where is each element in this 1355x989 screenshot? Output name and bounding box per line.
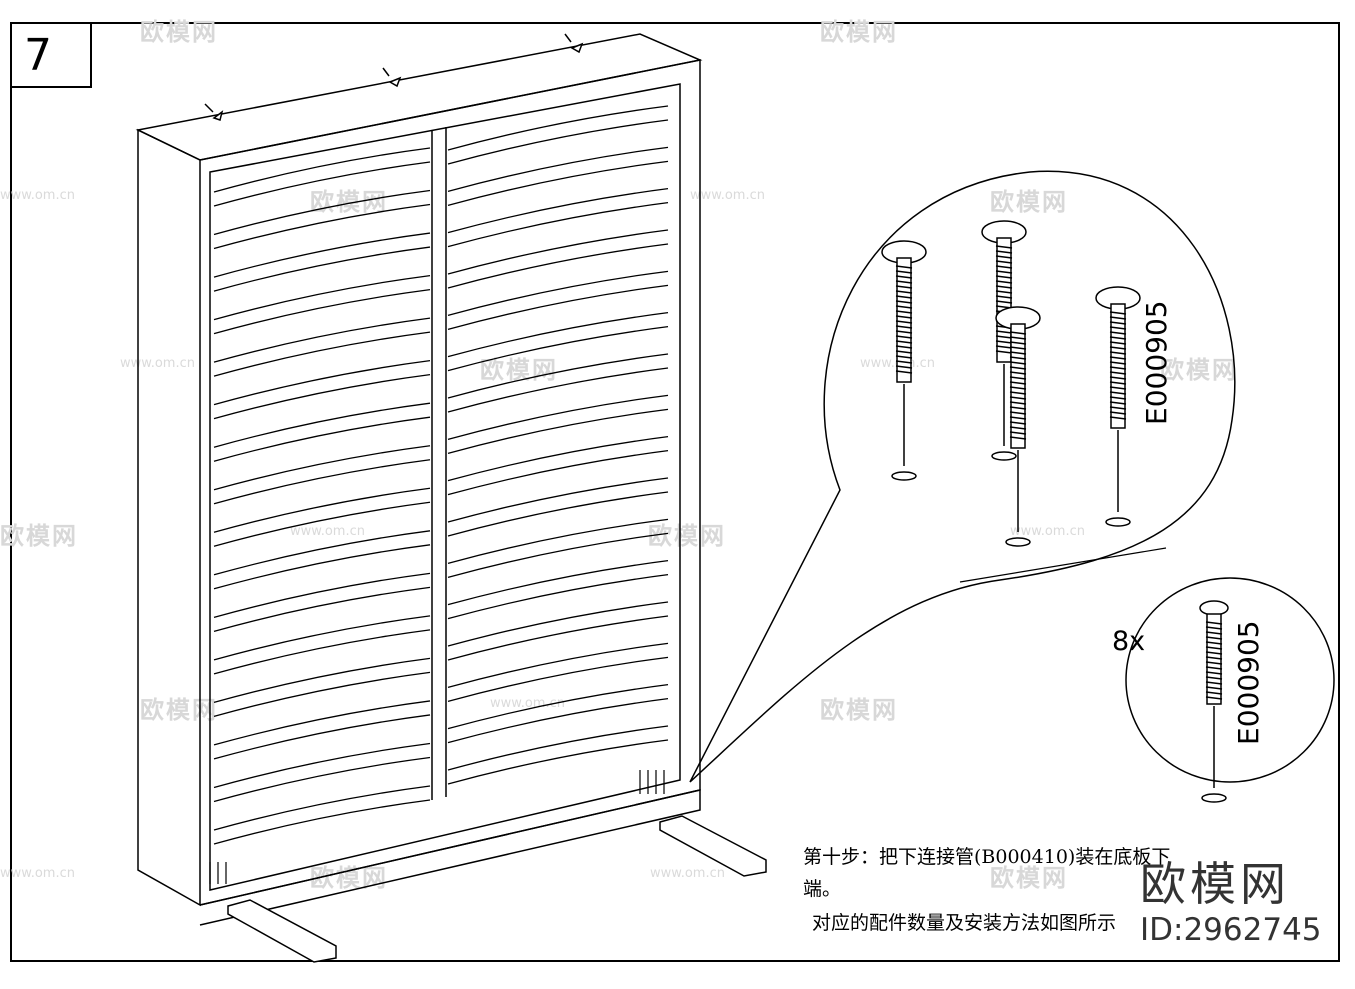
watermark-brand: 欧模网 — [480, 356, 558, 384]
watermark-brand: 欧模网 — [990, 864, 1068, 892]
callout-bubble-divider — [959, 547, 1167, 583]
frame-inner-opening — [209, 83, 681, 891]
top-bolt — [564, 33, 584, 54]
bed-slat — [447, 312, 669, 372]
quantity-label: 8x — [1112, 626, 1146, 657]
bottom-screws-left — [209, 862, 227, 884]
brand-id: ID:2962745 — [1140, 912, 1322, 948]
bed-slat — [213, 402, 431, 462]
frame-front-outline — [199, 59, 701, 906]
watermark-brand: 欧模网 — [140, 696, 218, 724]
bed-slat — [447, 684, 669, 744]
bed-slat — [213, 487, 431, 547]
bed-slat — [447, 477, 669, 537]
screw-icon — [981, 220, 1027, 461]
instruction-line-3: 对应的配件数量及安装方法如图所示 — [812, 912, 1117, 934]
bed-slat — [447, 146, 669, 206]
watermark-brand: 欧模网 — [820, 696, 898, 724]
watermark-brand: 欧模网 — [310, 188, 388, 216]
frame-top-face — [135, 33, 703, 161]
watermark-site: www.om.cn — [290, 524, 365, 539]
connecting-tube-right — [659, 815, 767, 877]
bed-slat — [213, 657, 431, 718]
step-box — [10, 22, 92, 88]
callout-bubble-large — [689, 170, 1236, 783]
watermark-brand: 欧模网 — [140, 18, 218, 46]
bed-slat — [447, 105, 669, 165]
frame-left-side — [137, 128, 201, 907]
instruction-line-2: 端。 — [803, 878, 842, 900]
brand-logo: 欧模网 — [1140, 857, 1290, 911]
bed-slat — [447, 188, 669, 248]
bed-slat — [447, 560, 669, 620]
top-bolt — [204, 103, 224, 121]
instruction-line-1: 第十步：把下连接管(B000410)装在底板下 — [803, 846, 1171, 868]
part-code-label-large: E000905 — [1140, 300, 1173, 425]
watermark-site: www.om.cn — [0, 866, 75, 881]
bed-slat — [213, 700, 431, 760]
top-bolt — [382, 67, 402, 88]
bed-slat — [213, 572, 431, 632]
bed-slat — [447, 642, 669, 702]
frame-bottom-plinth — [199, 789, 701, 926]
bed-slat — [447, 270, 669, 330]
watermark-brand: 欧模网 — [648, 522, 726, 550]
watermark-brand: 欧模网 — [1160, 356, 1238, 384]
watermark-brand: 欧模网 — [990, 188, 1068, 216]
bed-slat — [213, 232, 431, 292]
bed-slat — [213, 445, 431, 505]
bed-slat — [213, 147, 431, 207]
bed-slat — [447, 725, 669, 785]
bed-slat — [213, 360, 431, 420]
watermark-brand: 欧模网 — [310, 864, 388, 892]
watermark-site: www.om.cn — [690, 188, 765, 203]
bed-slat — [447, 394, 669, 454]
bed-slat — [447, 436, 669, 496]
bed-slat — [447, 518, 669, 578]
bed-slat — [213, 274, 431, 335]
drawing-frame — [10, 22, 1340, 962]
screw-icon — [1095, 286, 1141, 527]
watermark-brand: 欧模网 — [820, 18, 898, 46]
watermark-site: www.om.cn — [1010, 524, 1085, 539]
bed-slat — [213, 530, 431, 590]
screw-icon — [995, 306, 1041, 547]
watermark-site: www.om.cn — [490, 696, 565, 711]
bed-slat — [447, 353, 669, 413]
screw-icon — [1199, 600, 1229, 803]
watermark-site: www.om.cn — [650, 866, 725, 881]
bed-slat — [213, 785, 431, 845]
connecting-tube-left — [227, 899, 337, 963]
watermark-brand: 欧模网 — [0, 522, 78, 550]
bed-slat — [213, 742, 431, 803]
frame-center-rail — [431, 127, 447, 800]
part-code-label-small: E000905 — [1232, 620, 1265, 745]
bed-slat — [213, 189, 431, 250]
step-number: 7 — [24, 30, 52, 81]
callout-circle-small — [1125, 577, 1335, 783]
bed-slat — [447, 229, 669, 289]
screw-icon — [881, 240, 927, 481]
bed-slat — [447, 601, 669, 661]
bottom-screws-right — [639, 770, 665, 794]
bed-slat — [213, 317, 431, 377]
bed-slat — [213, 615, 431, 675]
watermark-site: www.om.cn — [0, 188, 75, 203]
